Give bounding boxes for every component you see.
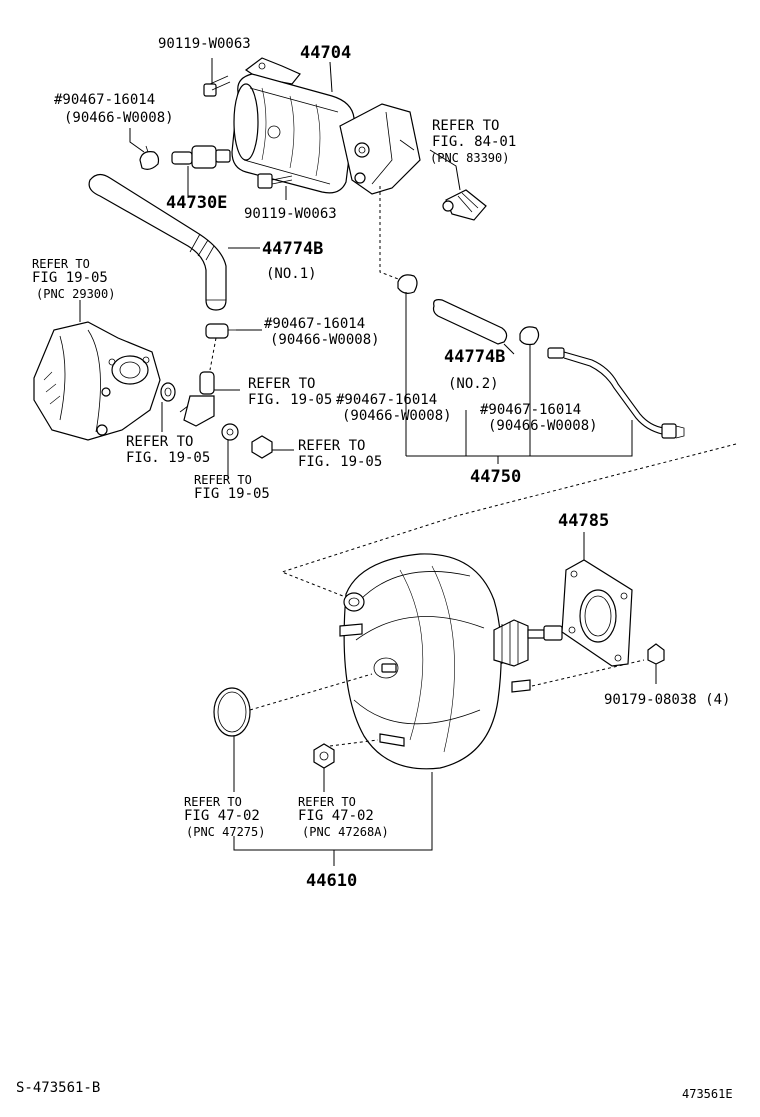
label-assy-44750: 44750 — [470, 467, 521, 487]
label-refer-washer-2: FIG 19-05 — [194, 486, 270, 502]
booster-gasket — [561, 559, 633, 667]
label-refer-union-2: FIG. 19-05 — [248, 392, 332, 408]
label-refer-nut-1: REFER TO — [298, 795, 356, 809]
label-hose-no2-sub: (NO.2) — [448, 376, 499, 392]
label-refer-nut-3: (PNC 47268A) — [302, 825, 389, 839]
booster-nut-icon — [313, 743, 335, 769]
label-refer-pump-1: REFER TO — [32, 257, 90, 271]
union-fitting-icon — [179, 371, 215, 427]
label-refer-nut-2: FIG 47-02 — [298, 808, 374, 824]
vacuum-hose-no2 — [432, 299, 508, 345]
label-clip-right-alt: (90466-W0008) — [488, 418, 598, 434]
hose-clip-right-icon — [519, 326, 540, 346]
label-hose-no2: 44774B — [444, 347, 505, 367]
label-hose-no1-sub: (NO.1) — [266, 266, 317, 282]
label-tank-part: 44704 — [300, 43, 351, 63]
vacuum-sensor-icon — [442, 189, 487, 221]
brake-booster — [339, 553, 563, 770]
label-refer-84-1: REFER TO — [432, 118, 499, 134]
union-bolt-icon — [251, 435, 273, 459]
washer-icon — [221, 423, 239, 441]
bolt-top-icon — [203, 75, 231, 97]
label-bolt-mid: 90119-W0063 — [244, 206, 337, 222]
label-bolt-top: 90119-W0063 — [158, 36, 251, 52]
label-check-valve: 44730E — [166, 193, 227, 213]
label-refer-84-2: FIG. 84-01 — [432, 134, 516, 150]
label-clip-top-alt: (90466-W0008) — [64, 110, 174, 126]
label-refer-bolt-2: FIG. 19-05 — [298, 454, 382, 470]
label-booster: 44610 — [306, 871, 357, 891]
label-refer-gasket-1: REFER TO — [126, 434, 193, 450]
label-sheet-code: S-473561-B — [16, 1080, 100, 1096]
label-clip-mid-hash: #90467-16014 — [264, 316, 365, 332]
flange-nut-icon — [647, 643, 665, 665]
hose-clip-mid-icon — [205, 323, 236, 339]
label-refer-pump-3: (PNC 29300) — [36, 287, 115, 301]
label-refer-84-3: (PNC 83390) — [430, 151, 509, 165]
label-clip-right-hash: #90467-16014 — [480, 402, 581, 418]
gasket-icon — [160, 382, 176, 402]
label-refer-gasket-2: FIG. 19-05 — [126, 450, 210, 466]
hose-clip-low-icon — [397, 274, 418, 294]
label-refer-oring-1: REFER TO — [184, 795, 242, 809]
label-refer-union-1: REFER TO — [248, 376, 315, 392]
label-refer-oring-3: (PNC 47275) — [186, 825, 265, 839]
label-figure-id: 473561E — [682, 1087, 733, 1101]
label-clip-low-hash: #90467-16014 — [336, 392, 437, 408]
label-refer-washer-1: REFER TO — [194, 473, 252, 487]
vacuum-tank — [231, 57, 421, 195]
label-clip-low-alt: (90466-W0008) — [342, 408, 452, 424]
label-hose-no1: 44774B — [262, 239, 323, 259]
label-clip-top-hash: #90467-16014 — [54, 92, 155, 108]
check-valve-icon — [171, 145, 231, 169]
label-gasket-44785: 44785 — [558, 511, 609, 531]
vacuum-pump — [33, 321, 161, 441]
hose-clip-top-icon — [139, 145, 160, 170]
bolt-mid-icon — [257, 173, 293, 189]
label-refer-pump-2: FIG 19-05 — [32, 270, 108, 286]
label-clip-mid-alt: (90466-W0008) — [270, 332, 380, 348]
label-refer-bolt-1: REFER TO — [298, 438, 365, 454]
o-ring-icon — [213, 687, 251, 737]
label-nut: 90179-08038 (4) — [604, 692, 730, 708]
vacuum-pipe — [547, 347, 685, 439]
label-refer-oring-2: FIG 47-02 — [184, 808, 260, 824]
vacuum-hose-no1 — [88, 173, 227, 311]
